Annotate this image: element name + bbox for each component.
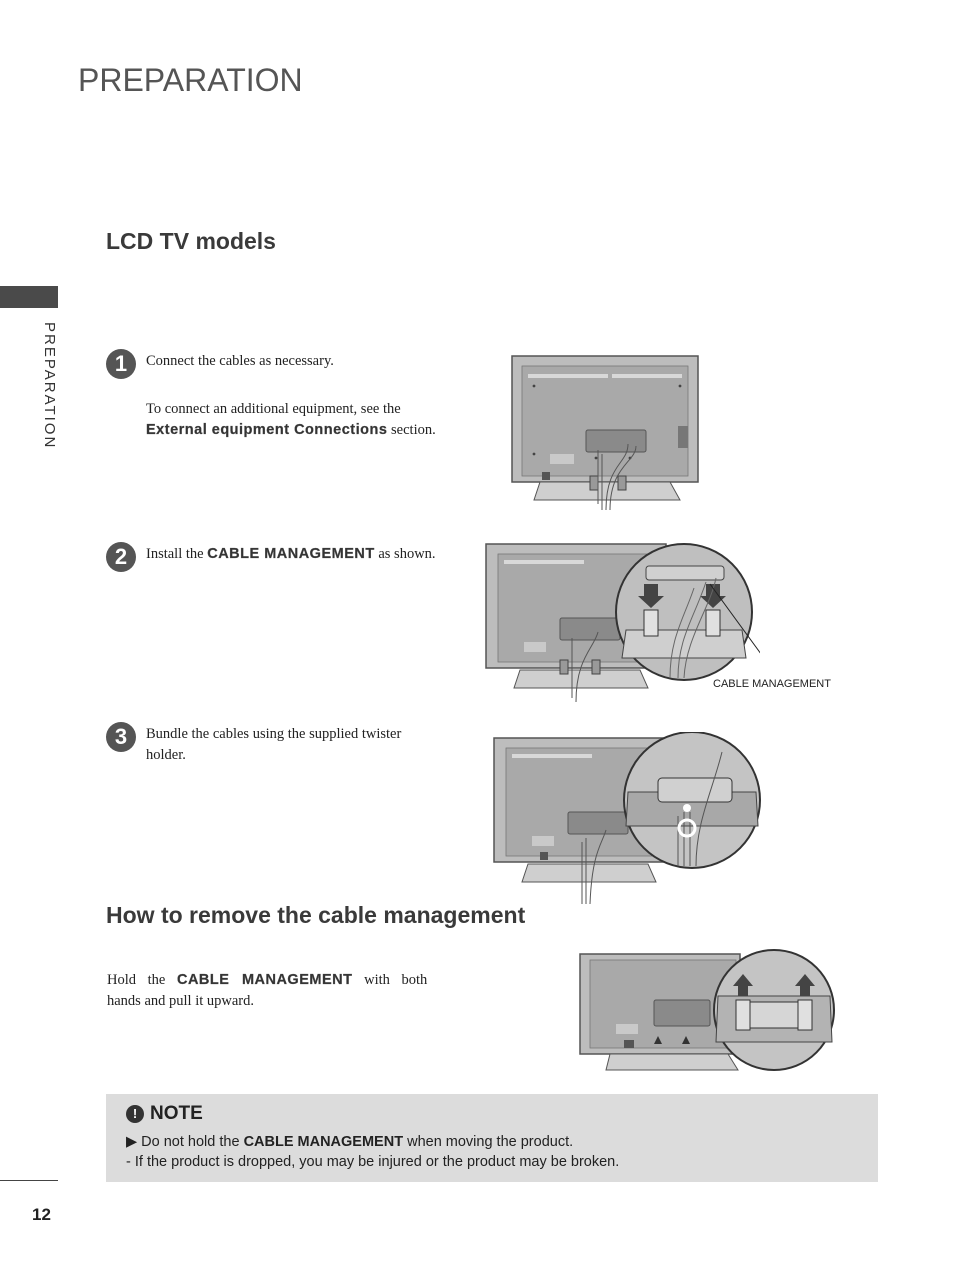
page-number: 12 [32,1205,51,1224]
note-line-2: - If the product is dropped, you may be … [126,1154,620,1170]
note-line-1: ▶ Do not hold the CABLE MANAGEMENT when … [126,1134,573,1150]
step-1-line1: Connect the cables as necessary. [146,353,334,369]
cable-management-ref-step2: CABLE MANAGEMENT [207,546,375,562]
note-title: ! NOTE [126,1103,203,1125]
cable-management-callout-label: CABLE MANAGEMENT [713,678,831,690]
note-title-text: NOTE [150,1103,203,1124]
note-line1-after: when moving the product. [403,1134,574,1150]
cable-management-remove-illustration [579,949,835,1071]
remove-line2: hands and pull it upward. [107,993,254,1009]
tv-back-illustration-step1 [511,355,699,511]
note-line1-before: ▶ Do not hold the [126,1134,244,1150]
step-number-2: 2 [106,542,136,572]
step-1-text: Connect the cables as necessary. To conn… [146,351,476,441]
remove-after: with both [352,972,428,988]
step-2-before: Install the [146,546,208,562]
step-number-3: 3 [106,722,136,752]
step-1-line3-after: section. [387,422,436,438]
cable-management-ref-remove: CABLE MANAGEMENT [176,972,353,988]
section-heading-remove-cable-management: How to remove the cable management [106,902,526,928]
twister-holder-bundle-illustration [493,732,761,905]
step-number-1: 1 [106,349,136,379]
remove-before: Hold the [107,972,177,988]
step-1-line2: To connect an additional equipment, see … [146,401,401,417]
exclamation-icon: ! [126,1105,144,1123]
side-tab-label: PREPARATION [41,322,58,450]
external-equipment-connections-link[interactable]: External equipment Connections [146,422,388,438]
note-box [106,1094,878,1182]
side-tab-marker [0,286,58,308]
step-2-after: as shown. [374,546,436,562]
footer-rule [0,1180,58,1181]
section-heading-lcd-tv-models: LCD TV models [106,228,276,254]
page-title: PREPARATION [78,62,303,98]
step-3-line1: Bundle the cables using the supplied twi… [146,726,402,742]
note-line1-ref: CABLE MANAGEMENT [243,1134,404,1150]
step-3-text: Bundle the cables using the supplied twi… [146,724,456,766]
remove-instructions-text: Hold the CABLE MANAGEMENT with both hand… [107,970,457,1012]
cable-management-install-illustration [485,543,760,703]
step-2-text: Install the CABLE MANAGEMENT as shown. [146,544,476,565]
step-3-line2: holder. [146,747,186,763]
